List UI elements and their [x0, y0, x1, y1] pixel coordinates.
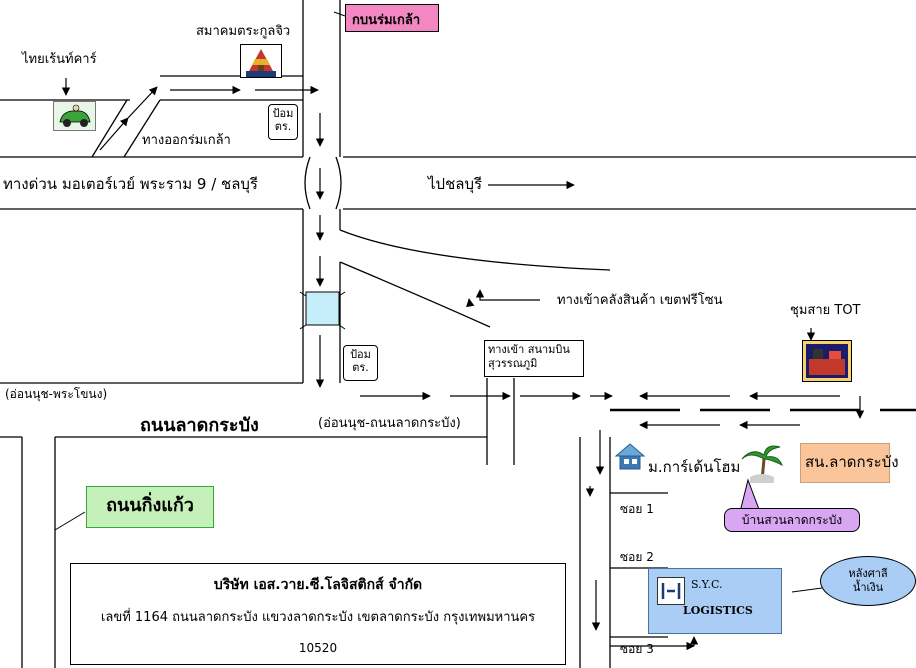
label-soi-1: ซอย 1 [620, 502, 654, 516]
label-garden-home: ม.การ์เด้นโฮม [648, 458, 741, 476]
bridge-crossing [305, 291, 340, 326]
label-freezone-entry: ทางเข้าคลังสินค้า เขตฟรีโซน [557, 293, 723, 308]
palm-tree-icon [740, 441, 784, 483]
label-samakhom: สมาคมตระกูลจิว [196, 24, 291, 39]
label-on-nut-prawet: (อ่อนนุช-พระโขนง) [5, 387, 108, 401]
syc-logo-icon [657, 577, 685, 605]
house-icon [614, 442, 646, 470]
syc-location-box: S.Y.C. LOGISTICS [648, 568, 782, 634]
syc-logistics: LOGISTICS [683, 604, 753, 617]
label-lat-krabang-station: สน.ลาดกระบัง [800, 443, 899, 483]
label-tot-junction: ชุมสาย TOT [790, 303, 861, 318]
car-icon [53, 101, 96, 131]
syc-name: S.Y.C. [691, 578, 723, 591]
police-box-bottom: ป้อม ตร. [343, 345, 378, 381]
temple-icon [240, 44, 282, 78]
label-expressway: ทางด่วน มอเตอร์เวย์ พระราม 9 / ชลบุรี [3, 175, 258, 193]
label-exit-rom-klao: ทางออกร่มเกล้า [142, 133, 231, 148]
callout-kobon-rom-klao: กบนร่มเกล้า [345, 4, 439, 32]
label-lat-krabang-road: ถนนลาดกระบัง [140, 415, 259, 436]
company-postcode: 10520 [298, 641, 338, 655]
police-box-top: ป้อม ตร. [268, 104, 298, 140]
company-name: บริษัท เอส.วาย.ซี.โลจิสติกส์ จำกัด [213, 577, 423, 593]
label-behind-pavilion: หลังศาลีน้ำเงิน [848, 567, 888, 594]
label-soi-2: ซอย 2 [620, 550, 654, 564]
company-address: เลขที่ 1164 ถนนลาดกระบัง แขวงลาดกระบัง เ… [100, 610, 536, 625]
label-on-nut-lat-krabang: (อ่อนนุช-ถนนลาดกระบัง) [318, 416, 461, 431]
company-info-box: บริษัท เอส.วาย.ซี.โลจิสติกส์ จำกัด เลขที… [70, 563, 566, 665]
callout-king-kaew-road: ถนนกิ่งแก้ว [86, 486, 214, 528]
tot-building-icon [802, 340, 852, 382]
callout-behind-pavilion: หลังศาลีน้ำเงิน [820, 556, 916, 606]
label-airport-entry: ทางเข้า สนามบินสุวรรณภูมิ [484, 340, 584, 377]
callout-ban-suan: บ้านสวนลาดกระบัง [724, 508, 860, 532]
label-thai-rent-car: ไทยเร้นท์คาร์ [22, 52, 97, 67]
label-soi-3: ซอย 3 [620, 642, 654, 656]
label-ban-suan: บ้านสวนลาดกระบัง [741, 513, 843, 527]
label-to-chonburi: ไปชลบุรี [428, 175, 483, 193]
